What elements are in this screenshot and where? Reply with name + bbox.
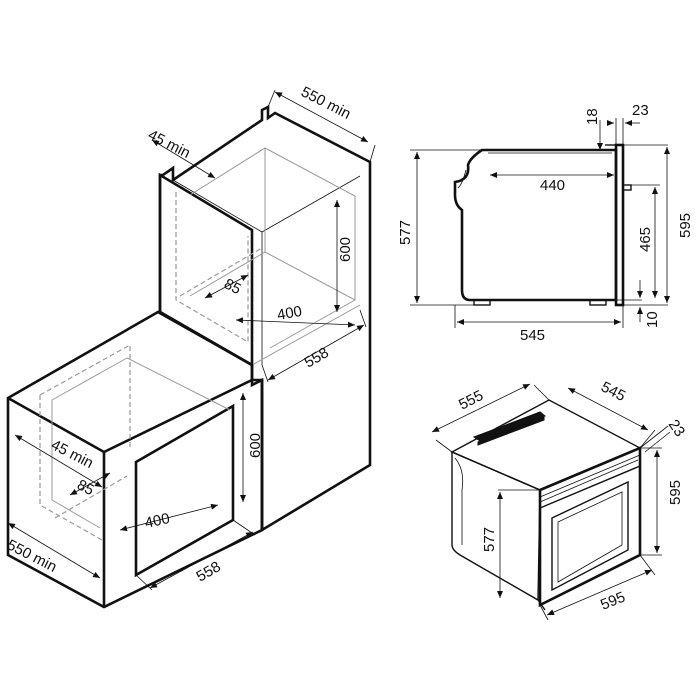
- tall-depth-min-label: 550 min: [298, 83, 353, 122]
- side-front-thickness-label: 23: [632, 102, 649, 119]
- under-niche-depth-label: 400: [143, 510, 171, 532]
- tall-niche-height-label: 600: [337, 237, 354, 262]
- side-cavity-depth-label: 440: [540, 177, 565, 194]
- persp-depth-b-label: 545: [598, 378, 628, 405]
- oven-perspective-view: [450, 399, 642, 611]
- under-counter-dimensions: 45 min 600 85 400 558 550 min: [4, 393, 264, 591]
- tall-inner-depth-label: 85: [221, 275, 244, 298]
- tall-unit-cabinet: [158, 104, 372, 533]
- under-inner-depth-label: 85: [74, 476, 97, 499]
- persp-depth-a-label: 555: [456, 387, 486, 414]
- tall-niche-width-label: 558: [302, 344, 332, 371]
- tall-vent-min-label: 45 min: [145, 126, 193, 162]
- under-vent-min-label: 45 min: [48, 436, 96, 472]
- side-foot-height-label: 10: [644, 311, 661, 328]
- side-total-depth-label: 545: [520, 327, 545, 344]
- side-body-height-label: 577: [397, 220, 414, 245]
- tall-unit-dimensions: 550 min 45 min 600 85 400 558: [145, 83, 376, 383]
- tall-niche-depth-label: 400: [276, 303, 304, 324]
- persp-body-height-label: 577: [481, 527, 498, 552]
- side-total-height-label: 595: [677, 213, 694, 238]
- side-view-dimensions: 577 440 18 23 595 465 10 545: [397, 102, 694, 344]
- side-door-height-label: 465: [637, 227, 654, 252]
- persp-width-label: 595: [598, 589, 628, 614]
- persp-front-thickness-label: 23: [665, 417, 688, 440]
- under-niche-height-label: 600: [247, 433, 264, 458]
- side-top-offset-label: 18: [584, 108, 601, 125]
- oven-side-view: [410, 118, 668, 328]
- persp-total-height-label: 595: [667, 480, 684, 505]
